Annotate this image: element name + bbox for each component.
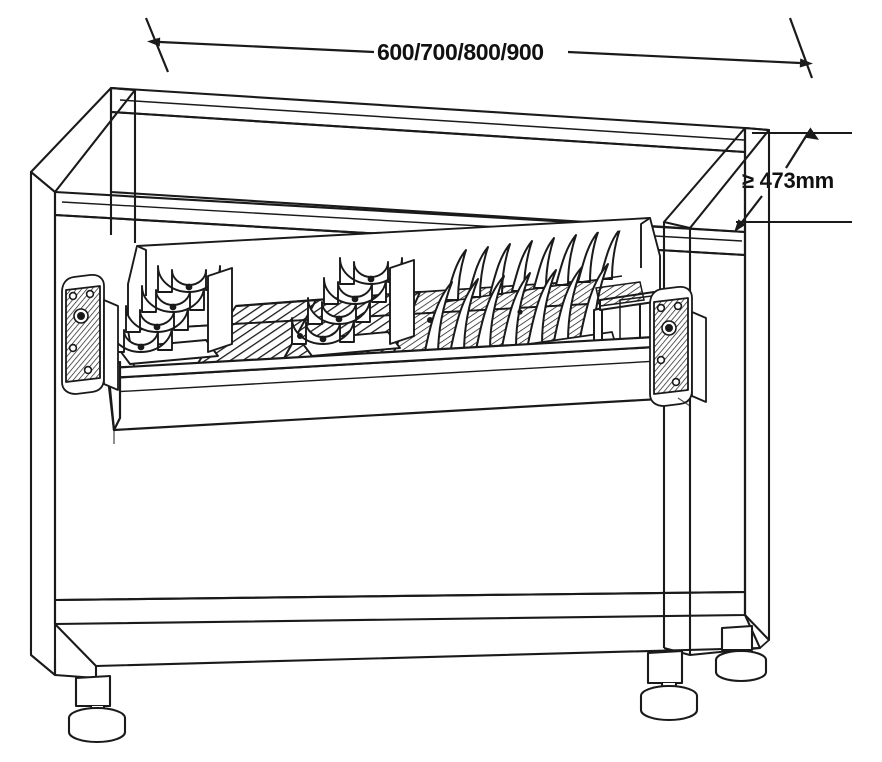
slide-left-runner xyxy=(103,299,119,391)
full-extension-drawer-slides xyxy=(61,273,707,407)
left-side-panel-edge xyxy=(29,170,57,677)
slide-left-fixings xyxy=(68,289,95,375)
plate-divider-back-spine xyxy=(443,275,623,303)
drawer-slide-left xyxy=(61,273,119,395)
back-top-rail-score xyxy=(119,99,745,141)
cradle-right-4 xyxy=(339,257,403,285)
slide-right-hatch xyxy=(653,297,689,395)
construction-lines xyxy=(113,397,691,444)
cradle-right-end-fin xyxy=(389,259,415,345)
foot-disc-body-fr xyxy=(639,696,699,722)
left-side-panel-top-band xyxy=(29,86,137,194)
width-extension-line-left xyxy=(144,17,170,73)
pot-lid-cradle-group-left xyxy=(109,265,233,365)
width-dimension-line-right xyxy=(567,50,813,68)
width-dimension-label: 600/700/800/900 xyxy=(377,39,544,65)
pull-out-dish-rack xyxy=(106,217,696,432)
plate-divider-rank-front xyxy=(423,263,609,357)
adjustable-leveling-feet xyxy=(67,624,768,744)
leveling-foot-front-right xyxy=(639,649,699,722)
rack-right-end-hatch xyxy=(595,281,645,307)
slide-right-fixings xyxy=(656,301,683,387)
foot-disc-body-rr xyxy=(714,660,768,683)
leveling-foot-rear-right xyxy=(714,624,768,683)
pot-lid-cradle-group-right xyxy=(291,257,415,357)
slide-left-hatch xyxy=(65,285,101,383)
foot-stem-fr xyxy=(646,649,684,685)
width-extension-line-right xyxy=(788,17,814,79)
right-side-panel-top-band xyxy=(662,126,771,230)
rack-liner-right-fold xyxy=(640,217,651,268)
dimension-cabinet-height: ≥ 473mm xyxy=(734,127,852,233)
foot-stem-rr xyxy=(720,624,754,652)
cradle-left-end-fin xyxy=(207,267,233,353)
bottom-panel-face xyxy=(53,590,747,626)
leveling-foot-front-left xyxy=(67,674,127,744)
right-side-panel-outer xyxy=(743,126,771,642)
bottom-right-corner-chamfer xyxy=(759,639,770,649)
rack-floor-fasteners xyxy=(297,309,523,339)
rack-front-apron-score xyxy=(111,359,677,393)
foot-disc-body-fl xyxy=(67,718,127,744)
carcass-bottom-left-foot-plate xyxy=(30,654,97,680)
cradle-left-4 xyxy=(157,265,221,293)
rack-liner-left-fold xyxy=(136,245,147,296)
drawer-slide-right xyxy=(649,285,707,407)
width-dimension-line-left xyxy=(147,37,375,54)
slide-right-runner xyxy=(691,311,707,403)
height-dimension-label: ≥ 473mm xyxy=(742,168,834,193)
dimension-cabinet-width: 600/700/800/900 xyxy=(144,17,814,79)
height-dimension-arrow-up xyxy=(785,127,820,169)
foot-stem-fl xyxy=(74,674,112,708)
